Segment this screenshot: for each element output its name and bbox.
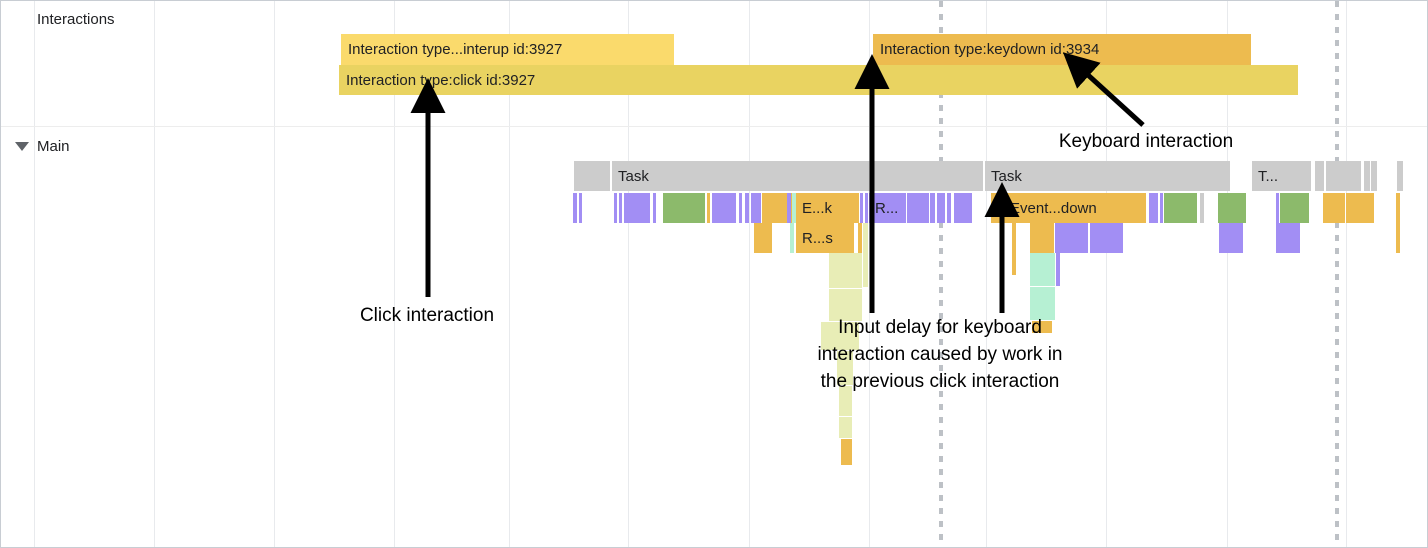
task-0[interactable] [573,161,610,191]
flame-block-run-8[interactable] [1219,223,1243,253]
flame-block-event-10[interactable] [745,193,749,223]
gridline-4 [509,1,510,547]
task-7[interactable] [1363,161,1370,191]
track-divider-0 [1,126,1427,127]
flame-block-run-6[interactable] [1055,223,1088,253]
gridline-0 [34,1,35,547]
keyboard-arrow [1062,52,1145,127]
interaction-interup[interactable]: Interaction type...interup id:3927 [341,34,674,65]
gridline-1 [154,1,155,547]
flame-block-tail-8[interactable] [863,253,868,287]
flame-block-event-21[interactable] [954,193,972,223]
interaction-click[interactable]: Interaction type:click id:3927 [339,65,1298,95]
event-ek[interactable]: E...k [796,193,859,223]
gridline-5 [628,1,629,547]
flame-block-tail-2[interactable] [829,289,862,321]
flame-block-run-5[interactable] [1030,223,1054,253]
flame-block-tail-5[interactable] [839,386,852,416]
flame-block-run-0[interactable] [754,223,772,253]
interaction-keydown[interactable]: Interaction type:keydown id:3934 [873,34,1251,65]
flame-block-run-4[interactable] [1012,223,1016,253]
event-keydown[interactable]: Event...down [1004,193,1146,223]
flame-block-event-32[interactable] [1396,193,1400,223]
flame-block-event-31[interactable] [1346,193,1374,223]
flame-block-event-20[interactable] [947,193,951,223]
flame-block-tail-1[interactable] [829,253,862,288]
flame-block-run-9[interactable] [1276,223,1300,253]
breakpoint-marker-0 [939,1,943,547]
event-rs[interactable]: R...s [796,223,854,253]
click-interaction-annotation: Click interaction [359,305,495,326]
flame-block-event-2[interactable] [614,193,617,223]
gridline-10 [1227,1,1228,547]
task-3[interactable]: Task [984,161,1230,191]
input-delay-annotation: Input delay for keyboard interaction cau… [817,317,1063,392]
flame-block-event-16[interactable] [865,193,868,223]
flame-block-event-24[interactable] [1160,193,1163,223]
flame-block-event-1[interactable] [579,193,582,223]
flame-block-event-26[interactable] [1200,193,1204,223]
flame-block-mint-edge[interactable] [1056,253,1060,286]
flame-block-event-6[interactable] [663,193,705,223]
flame-block-run-3[interactable] [863,223,868,253]
flame-block-event-30[interactable] [1323,193,1345,223]
gridline-9 [1106,1,1107,547]
flame-block-run-10[interactable] [1396,223,1400,253]
flame-block-mint-3[interactable] [1032,321,1052,333]
flame-block-event-9[interactable] [739,193,742,223]
flame-block-tail-4[interactable] [837,351,853,385]
flame-block-event-27[interactable] [1218,193,1246,223]
task-2[interactable] [873,161,983,191]
task-4[interactable]: T... [1251,161,1311,191]
task-9[interactable] [1396,161,1403,191]
flame-block-event-3[interactable] [619,193,622,223]
track-label-main[interactable]: Main [37,138,70,155]
task-5[interactable] [1314,161,1324,191]
flame-block-event-14[interactable] [792,193,796,223]
task-8[interactable] [1370,161,1377,191]
flame-block-mint-2[interactable] [1030,287,1055,320]
flame-block-tail-3[interactable] [821,322,859,350]
flame-block-event-28[interactable] [1276,193,1279,223]
flame-block-event-23[interactable] [1149,193,1158,223]
flame-block-event-15[interactable] [860,193,863,223]
flame-block-event-0[interactable] [573,193,577,223]
flame-block-tail-7[interactable] [841,439,852,465]
flame-block-run-1[interactable] [790,223,794,253]
gridline-6 [749,1,750,547]
flame-block-tail-6[interactable] [839,417,852,438]
flame-block-event-7[interactable] [707,193,710,223]
gridline-11 [1346,1,1347,547]
gridline-2 [274,1,275,547]
flame-block-event-25[interactable] [1164,193,1197,223]
flame-block-event-8[interactable] [712,193,736,223]
flame-block-run-2[interactable] [858,223,862,253]
keyboard-interaction-annotation: Keyboard interaction [1058,131,1234,152]
task-1[interactable]: Task [611,161,872,191]
flame-block-event-4[interactable] [624,193,650,223]
flame-block-event-18[interactable] [930,193,935,223]
event-r[interactable]: R... [869,193,906,223]
track-label-interactions[interactable]: Interactions [37,11,115,28]
gridline-3 [394,1,395,547]
breakpoint-marker-1 [1335,1,1339,547]
flame-block-run-7[interactable] [1090,223,1123,253]
flame-block-tail-thin-a[interactable] [1012,253,1016,275]
chevron-down-icon[interactable] [15,142,29,151]
flame-block-event-29[interactable] [1280,193,1309,223]
flame-block-event-19[interactable] [937,193,945,223]
gridline-8 [986,1,987,547]
flame-block-event-11[interactable] [751,193,761,223]
flame-block-event-13[interactable] [787,193,791,223]
flame-block-event-5[interactable] [653,193,656,223]
task-6[interactable] [1325,161,1361,191]
flame-block-event-17[interactable] [907,193,929,223]
flame-block-mint-1[interactable] [1030,253,1055,286]
